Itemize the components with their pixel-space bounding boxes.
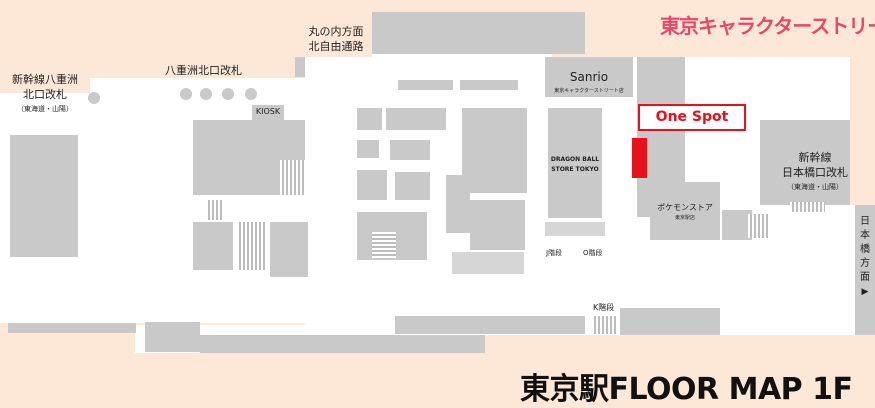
- block-center-12: [470, 200, 525, 250]
- escalator-west-2: [206, 200, 224, 220]
- walkway-dot: [200, 88, 212, 100]
- walkway-dot: [88, 92, 100, 104]
- walkway-dot: [180, 88, 192, 100]
- block-center-1: [398, 80, 453, 90]
- gate-nihonbashi: [790, 202, 825, 212]
- block-top-north: [372, 12, 585, 54]
- label-sanrio: Sanrio: [569, 70, 609, 84]
- stairs-east: [748, 214, 768, 238]
- block-west-lower: [193, 222, 233, 270]
- label-dragonball: DRAGON BALL STORE TOKYO: [550, 156, 600, 173]
- walkway-dot: [222, 88, 234, 100]
- label-shinkansen-yaesu-gate: 新幹線八重洲 北口改札 （東海道・山陽）: [12, 73, 78, 113]
- block-far-east: [855, 205, 875, 335]
- direction-arrow-icon: ▶: [861, 287, 869, 297]
- label-sanrio-sub: 東京キャラクターストリート店: [554, 88, 624, 94]
- label-pokemon-store: ポケモンストア: [657, 203, 713, 212]
- label-yaesu-north-gate: 八重洲北口改札: [165, 64, 242, 77]
- block-east-1: [722, 210, 752, 240]
- one-spot-label[interactable]: One Spot: [638, 104, 746, 131]
- stairs-west-lower: [237, 222, 265, 270]
- label-k-stairs: K階段: [593, 303, 615, 312]
- block-center-2: [460, 80, 518, 90]
- dragonball-store[interactable]: [548, 108, 602, 218]
- label-shinkansen-nihonbashi-gate: 新幹線 日本橋口改札 （東海道・山陽）: [782, 151, 848, 191]
- label-j-stairs: J階段: [546, 249, 563, 257]
- block-west-gate: [10, 135, 78, 257]
- block-bottom-1: [395, 316, 585, 334]
- escalator-west: [280, 160, 305, 195]
- block-bottom-3: [8, 323, 136, 333]
- stairs-center: [372, 232, 396, 258]
- shinkansen-nihonbashi-gate: [760, 120, 850, 205]
- block-kiosk: [252, 105, 284, 120]
- sanrio-store[interactable]: [545, 57, 633, 97]
- pokemon-store[interactable]: [650, 182, 720, 240]
- block-top-small: [295, 57, 305, 77]
- floor-area-top: [372, 52, 552, 62]
- block-center-7: [390, 140, 430, 160]
- block-bottom-2: [620, 308, 720, 335]
- label-nihonbashi-direction: 日 本 橋 方 面 ▶: [855, 215, 875, 299]
- walkway-dot: [245, 88, 257, 100]
- one-spot-marker[interactable]: [632, 138, 647, 178]
- block-center-6: [357, 140, 379, 158]
- block-center-3: [357, 108, 382, 130]
- block-center-4: [386, 108, 446, 130]
- block-bottom-5: [145, 322, 200, 352]
- label-pokemon-sub: 東京駅店: [674, 215, 695, 221]
- block-center-5: [462, 108, 527, 193]
- label-kiosk: KIOSK: [255, 107, 281, 116]
- block-center-9: [395, 172, 430, 200]
- label-marunouchi: 丸の内方面 北自由通路: [308, 25, 364, 53]
- block-center-10: [446, 175, 470, 233]
- stairs-k: [592, 316, 617, 334]
- brand-logo: 東京キャラクターストリート: [660, 14, 875, 38]
- label-o-stairs: O階段: [583, 249, 603, 257]
- block-center-8: [357, 170, 387, 200]
- block-center-13: [452, 252, 524, 274]
- block-under-dragonball: [545, 222, 605, 236]
- block-west-lower-2: [270, 222, 308, 277]
- block-bottom-4: [200, 335, 485, 353]
- floor-map-title: 東京駅FLOOR MAP 1F: [520, 372, 853, 407]
